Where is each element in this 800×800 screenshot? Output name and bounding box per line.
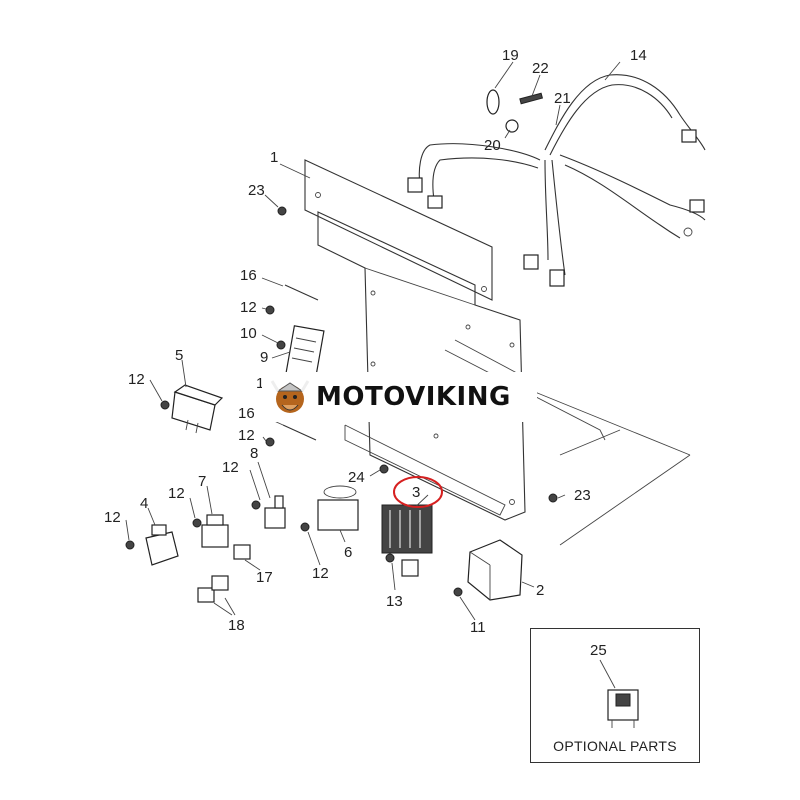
callout-8: 8 [250, 445, 258, 462]
unit-4 [145, 524, 179, 566]
callout-18: 18 [228, 617, 245, 634]
box-2 [467, 539, 523, 601]
relay-7 [201, 514, 229, 548]
callout-12-b: 12 [128, 371, 145, 388]
callout-11: 11 [470, 619, 486, 636]
leader-lines [125, 61, 621, 689]
callout-14: 14 [630, 47, 647, 64]
callout-5: 5 [175, 347, 183, 364]
callout-1: 1 [270, 149, 278, 166]
callout-6: 6 [344, 544, 352, 561]
callout-17: 17 [256, 569, 273, 586]
callout-19: 19 [502, 47, 519, 64]
regulator-3 [381, 504, 433, 577]
callout-12-f: 12 [104, 509, 121, 526]
screw-16-lower [282, 424, 317, 441]
callout-10: 10 [240, 325, 257, 342]
callout-12-d: 12 [222, 459, 239, 476]
bolts [125, 206, 558, 597]
callout-1-lower: 1 [256, 375, 264, 392]
optional-parts-box: OPTIONAL PARTS [530, 628, 700, 763]
fuse-block [285, 325, 325, 379]
relay-17 [233, 544, 251, 560]
callout-labels: 1 23 16 12 10 9 5 12 1 16 12 8 12 24 3 2… [104, 47, 647, 659]
callout-16-lower: 16 [238, 405, 255, 422]
watermark-logo: MOTOVIKING [262, 372, 537, 422]
callout-23-lower: 23 [574, 487, 591, 504]
callout-16-upper: 16 [240, 267, 257, 284]
watermark-text: MOTOVIKING [316, 382, 511, 412]
callout-2: 2 [536, 582, 544, 599]
callout-12-g: 12 [312, 565, 329, 582]
highlight-circle [393, 476, 443, 508]
optional-parts-label: OPTIONAL PARTS [553, 738, 677, 754]
optional-part-25 [607, 689, 639, 728]
callout-4: 4 [140, 495, 148, 512]
callout-9: 9 [260, 349, 268, 366]
callout-7: 7 [198, 473, 206, 490]
callout-21: 21 [554, 90, 571, 107]
callout-13: 13 [386, 593, 403, 610]
callout-20: 20 [484, 137, 501, 154]
callout-23-upper: 23 [248, 182, 265, 199]
callout-24: 24 [348, 469, 365, 486]
mounting-plate [304, 159, 691, 546]
relay-5 [171, 384, 224, 434]
callout-22: 22 [532, 60, 549, 77]
viking-mascot-icon [270, 380, 310, 413]
callout-25: 25 [590, 642, 607, 659]
screw-16-upper [284, 284, 319, 301]
connectors-18 [197, 575, 236, 616]
relay-6 [317, 485, 359, 531]
sensor-8 [264, 495, 286, 529]
callout-3: 3 [412, 484, 420, 501]
callout-12-a: 12 [240, 299, 257, 316]
wiring-harness [407, 74, 706, 287]
callout-12-c: 12 [238, 427, 255, 444]
callout-12-e: 12 [168, 485, 185, 502]
